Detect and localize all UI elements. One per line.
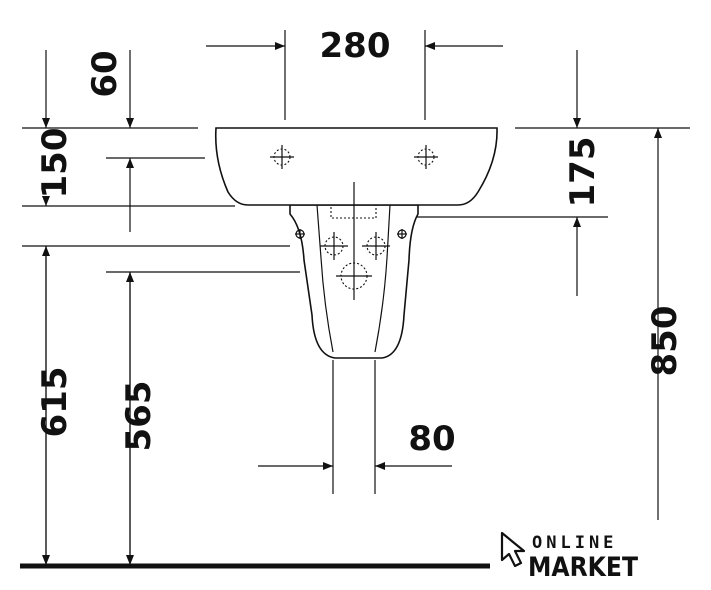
dim-right-upper: 175 [563,137,603,208]
dimension-lines [42,42,662,565]
extension-lines [22,30,690,494]
dim-bottom-width: 80 [408,419,455,459]
cursor-icon [500,531,526,568]
dim-left-inner: 565 [119,381,159,452]
logo-line2: MARKET [528,552,639,583]
hidden-plumbing [320,182,390,300]
dim-top-width: 280 [320,26,391,66]
dim-top-offset: 60 [85,50,125,97]
dim-right-total: 850 [645,306,685,377]
logo-line1: ONLINE [532,533,617,553]
dim-left-lower: 615 [35,367,75,438]
basin [214,127,498,206]
dim-left-upper: 150 [35,128,75,199]
online-market-logo: ONLINE MARKET [500,531,639,583]
